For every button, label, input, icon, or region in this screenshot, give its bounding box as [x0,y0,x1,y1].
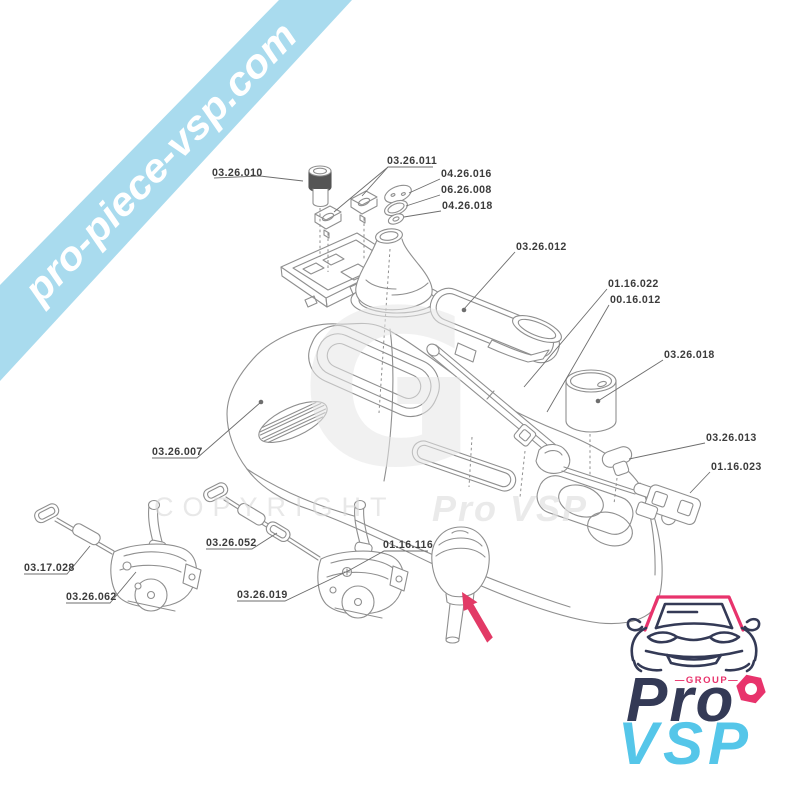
leader-line [403,210,442,218]
provsp-logo: —GROUP— Pro VSP [618,595,766,777]
leader-line [463,251,516,310]
leader-line [24,545,91,575]
part-label: 04.26.018 [442,200,493,212]
watermark-brand: Pro VSP [432,488,588,529]
ashtray-cylinder [565,369,617,433]
part-labels-layer: 03.26.010 03.26.011 04.26.016 06.26.008 04.2… [24,155,762,604]
part-label: 01.16.022 [608,278,659,290]
highlight-arrow [462,592,493,643]
console-line-art [34,165,702,644]
shifter-assembly-right [203,482,409,619]
leader-dot [258,399,264,405]
logo-vsp-text: VSP [618,710,753,777]
part-label: 03.26.010 [212,167,263,179]
washer [387,213,405,225]
part-label: 03.17.028 [24,562,75,574]
car-outline-icon [626,595,761,673]
part-label: 04.26.016 [441,168,492,180]
cupholders [536,475,634,547]
armrest-lid [429,287,562,364]
louver-vent [258,401,328,443]
part-label: 06.26.008 [441,184,492,196]
banner-site-url: pro-piece-vsp.com [15,14,306,313]
leader-line [237,569,351,602]
watermark-letter: G [300,264,476,515]
leader-dot [461,307,467,313]
hexagon-nut-icon [736,674,766,704]
part-label: 03.26.013 [706,432,757,444]
leader-line [523,288,608,388]
console-button [308,165,332,208]
blanking-cap [601,446,633,477]
logo-group-label: —GROUP— [675,675,739,686]
part-label: 03.26.062 [66,591,117,603]
handbrake-lever [426,343,655,499]
part-label: 01.16.023 [711,461,762,473]
shifter-assembly-left [34,499,202,612]
part-label: 03.26.019 [237,589,288,601]
watermarks: G COPYRIGHT Pro VSP [154,264,588,529]
logo-pro-text: Pro [626,666,735,735]
gear-knob [431,526,490,644]
leader-line [689,471,711,494]
console-switch-left [314,205,342,239]
part-label: 03.26.018 [664,349,715,361]
part-label: 03.26.012 [516,241,567,253]
part-label: 00.16.012 [610,294,661,306]
leader-line [152,401,262,459]
gear-boot [350,228,444,318]
leader-line [66,571,137,604]
part-label: 03.26.011 [387,155,437,167]
leader-line [546,304,610,413]
leader-line [628,442,706,460]
leader-line [347,550,428,572]
leader-line [333,166,389,213]
leader-line [206,532,278,550]
leader-dot [595,398,601,404]
mounting-bracket [635,484,702,526]
leader-line [597,359,664,402]
part-label: 01.16.116 [383,539,433,551]
part-label: 03.26.052 [206,537,257,549]
console-switch-right [350,190,378,224]
banner-ribbon [0,0,352,381]
storage-tray [308,324,440,418]
leader-line [213,175,304,182]
part-label: 03.26.007 [152,446,203,458]
leader-line [408,178,441,194]
watermark-copyright: COPYRIGHT [154,492,396,522]
handbrake-slot [411,440,517,492]
leader-line [405,194,441,207]
assembly-dashed-lines [319,208,618,505]
